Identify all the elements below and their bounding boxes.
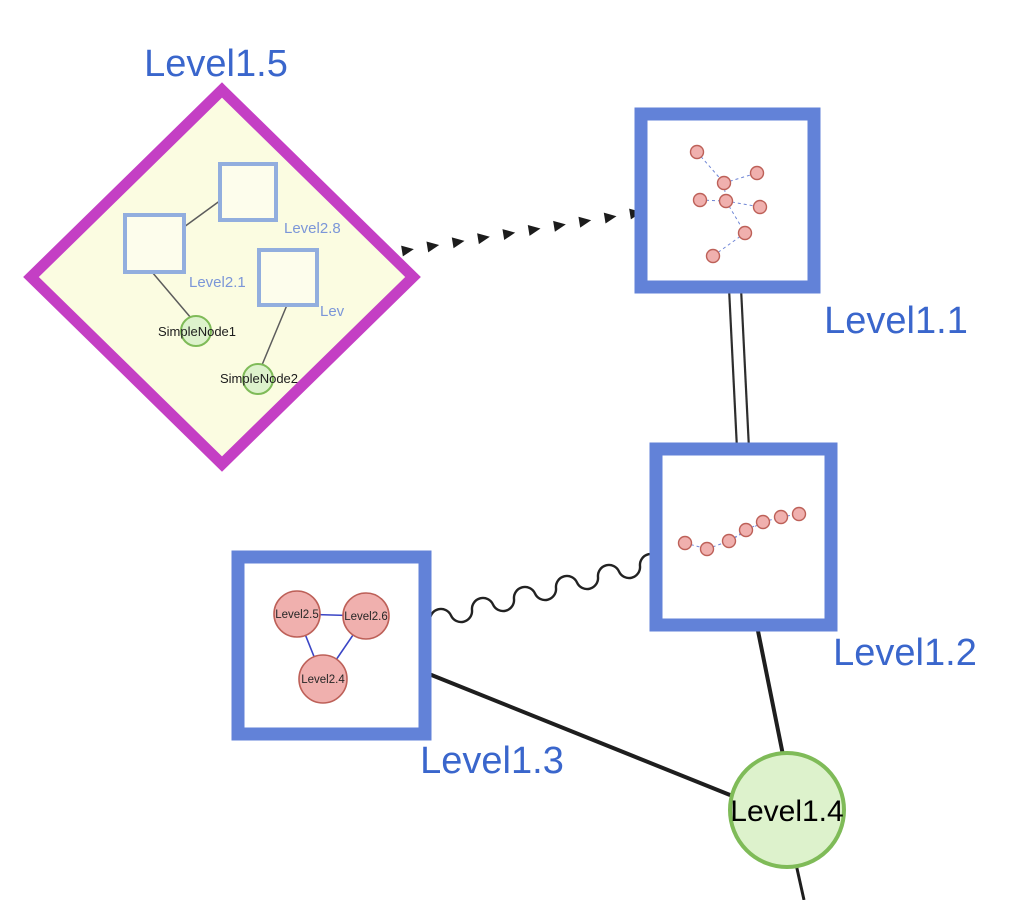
mini-node[interactable] [737, 225, 753, 241]
node-label-lev: Lev [320, 303, 345, 320]
level1-1-subgraph[interactable] [689, 144, 768, 264]
double-edge-line[interactable] [727, 287, 739, 450]
edge-lev-simplenode2[interactable] [261, 304, 288, 366]
node-label-level2-4: Level2.4 [301, 674, 345, 686]
mini-node[interactable] [705, 248, 721, 264]
mini-node[interactable] [718, 193, 734, 209]
arrow-dash[interactable] [502, 227, 516, 240]
mini-node[interactable] [755, 514, 771, 530]
edge-level21-level28[interactable] [183, 199, 222, 228]
group-label-level1-1: Level1.1 [824, 300, 968, 342]
arrow-dash[interactable] [578, 215, 592, 228]
mini-node[interactable] [677, 535, 693, 551]
node-label-level2-5: Level2.5 [275, 609, 318, 621]
arrow-dash[interactable] [477, 231, 491, 245]
node-label-simplenode2: SimpleNode2 [220, 371, 298, 386]
mini-node[interactable] [721, 533, 737, 549]
edge-level14-offscreen[interactable] [794, 863, 806, 901]
node-level2-4[interactable] [298, 654, 348, 704]
edge-level12-level14[interactable] [755, 624, 785, 757]
mini-edge[interactable] [699, 199, 727, 202]
node-lev[interactable] [257, 248, 319, 307]
mini-node[interactable] [749, 165, 765, 181]
node-label-level2-8: Level2.8 [284, 220, 341, 237]
node-label-level2-6: Level2.6 [344, 611, 387, 623]
group-node-level1-3[interactable] [231, 550, 432, 741]
mini-node[interactable] [689, 144, 705, 160]
group-label-level1-5: Level1.5 [144, 43, 288, 85]
edge-level15-level11[interactable] [401, 207, 643, 257]
group-node-level1-5[interactable] [23, 82, 421, 472]
group-label-level1-3: Level1.3 [420, 740, 564, 782]
node-label-simplenode1: SimpleNode1 [158, 324, 236, 339]
node-level1-4[interactable] [728, 751, 846, 869]
mini-node[interactable] [716, 175, 732, 191]
group-label-level1-2: Level1.2 [833, 632, 977, 674]
mini-node[interactable] [738, 522, 754, 538]
edge-level13-level12[interactable] [428, 552, 663, 624]
edge-level13-level14[interactable] [427, 672, 737, 799]
double-edge-line[interactable] [739, 287, 751, 450]
mini-node[interactable] [791, 506, 807, 522]
mini-node[interactable] [692, 192, 708, 208]
mini-node[interactable] [773, 509, 789, 525]
node-label-level2-1: Level2.1 [189, 274, 246, 291]
node-level2-8[interactable] [218, 162, 278, 222]
arrow-dash[interactable] [401, 244, 415, 257]
arrow-dash[interactable] [553, 219, 567, 232]
node-simplenode1[interactable] [180, 315, 212, 347]
arrow-dash[interactable] [603, 211, 618, 224]
mini-node[interactable] [752, 199, 768, 215]
node-level2-6[interactable] [342, 592, 390, 640]
node-level2-5[interactable] [273, 590, 321, 638]
arrow-dash[interactable] [451, 235, 466, 249]
node-label-level1-4: Level1.4 [730, 795, 843, 828]
edge-level11-level12[interactable] [727, 287, 751, 450]
edge-level21-simplenode1[interactable] [151, 271, 192, 319]
arrow-dash[interactable] [527, 223, 542, 236]
mini-node[interactable] [699, 541, 715, 557]
node-level2-1[interactable] [123, 213, 186, 274]
arrow-dash[interactable] [426, 240, 440, 253]
node-simplenode2[interactable] [242, 363, 274, 395]
level1-2-subgraph[interactable] [677, 506, 807, 557]
